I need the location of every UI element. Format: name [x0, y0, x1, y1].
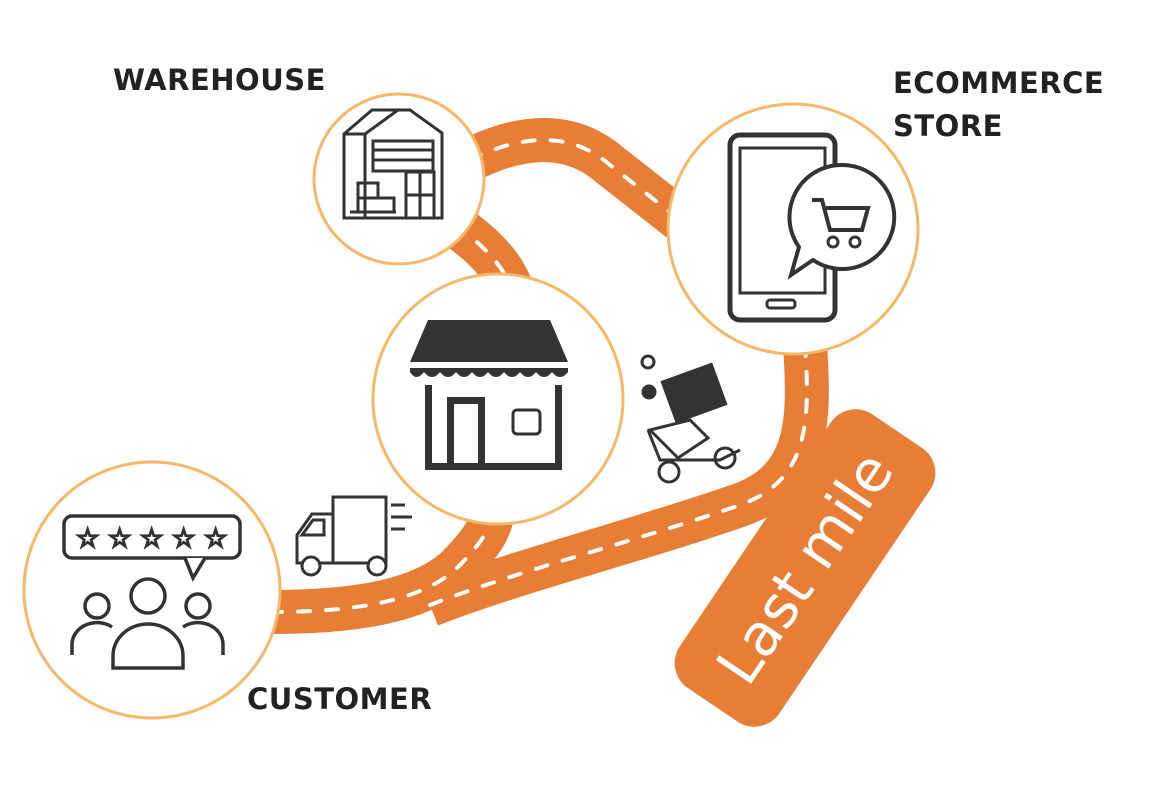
- svg-text:☆: ☆: [204, 524, 227, 554]
- warehouse-icon: [342, 108, 444, 220]
- warehouse-label: WAREHOUSE: [113, 63, 326, 97]
- storefront-icon: [410, 320, 568, 470]
- warehouse-circle: [312, 92, 486, 266]
- customer-rating-icon: ☆ ☆ ☆ ☆ ☆: [62, 514, 242, 670]
- ecommerce-phone-cart-icon: [727, 132, 897, 323]
- store-circle: [371, 272, 625, 526]
- ecommerce-label-line2: STORE: [893, 109, 1003, 143]
- customer-label: CUSTOMER: [247, 682, 433, 716]
- svg-text:☆: ☆: [108, 524, 131, 554]
- delivery-scooter-icon: [640, 354, 741, 484]
- customer-circle: [22, 460, 282, 720]
- svg-text:☆: ☆: [76, 524, 99, 554]
- svg-text:☆: ☆: [140, 524, 163, 554]
- delivery-truck-icon: [295, 495, 412, 577]
- ecommerce-label-line1: ECOMMERCE: [893, 66, 1105, 100]
- svg-text:☆: ☆: [172, 524, 195, 554]
